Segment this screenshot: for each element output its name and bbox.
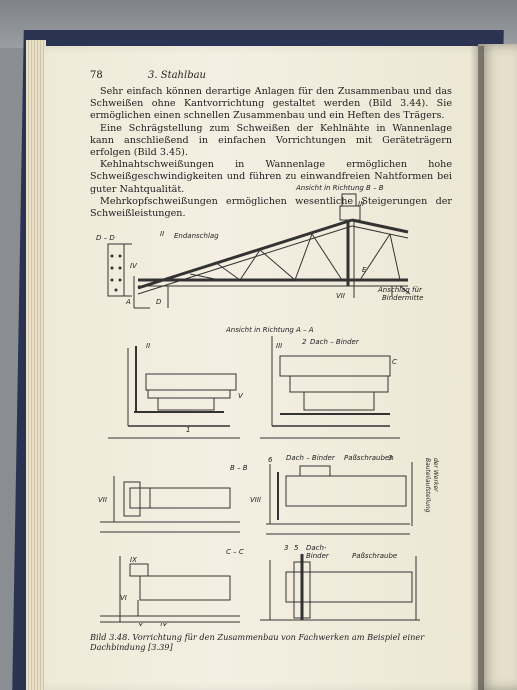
label-a: A <box>125 298 131 306</box>
paragraph: Mehrkopfschweißungen ermöglichen wesentl… <box>90 195 452 220</box>
chapter-title: 3. Stahlbau <box>148 70 206 81</box>
label-dach: Dach- <box>306 544 327 552</box>
label-ansicht-bb: Ansicht in Richtung B – B <box>295 184 384 192</box>
label-ansicht-aa: Ansicht in Richtung A – A <box>225 326 314 334</box>
label-num: 1 <box>186 426 190 434</box>
label-roman: IV <box>130 262 138 270</box>
label-passchraube: Paßschraube <box>352 552 397 560</box>
label-binder: Binder <box>306 552 330 560</box>
label-roman: II <box>160 230 164 238</box>
view-cc-right <box>260 554 420 621</box>
page-number: 78 <box>90 70 103 81</box>
label-anschlag: Anschlag für <box>377 286 423 294</box>
label-bauteil: Bauteilaufstellung <box>424 458 431 513</box>
label-roman: II <box>146 342 150 350</box>
label-d: D <box>156 298 162 306</box>
view-aa-right <box>260 336 400 439</box>
label-roman: IX <box>160 622 167 626</box>
label-dd: D – D <box>96 234 115 242</box>
label-cc: C – C <box>226 548 244 556</box>
paragraph: Kehlnahtschweißungen in Wannenlage ermög… <box>90 159 452 195</box>
label-werker: der Werker <box>432 458 439 492</box>
label-roman: VII <box>98 496 107 504</box>
view-bb-left <box>100 476 240 533</box>
label-bb: B – B <box>230 464 248 472</box>
truss-drawing <box>133 193 411 309</box>
page-gutter <box>470 46 484 690</box>
label-num: 3 <box>284 544 288 552</box>
label-endanschlag: Endanschlag <box>174 232 219 240</box>
label-dach-binder: Dach – Binder <box>310 338 360 346</box>
label-num: 3 <box>388 454 392 462</box>
view-bb-right <box>266 462 413 535</box>
label-bindermitte: Bindermitte <box>382 294 423 302</box>
label-roman: V <box>238 392 244 400</box>
label-dach-binder2: Dach – Binder <box>286 454 336 462</box>
dd-section <box>107 243 125 297</box>
label-roman: III <box>276 342 282 350</box>
view-cc-left <box>100 556 240 623</box>
page-edges <box>26 40 46 690</box>
label-roman: VII <box>336 292 345 300</box>
label-roman: IX <box>130 556 137 564</box>
label-num: 2 <box>302 338 307 346</box>
label-roman: X <box>137 622 143 626</box>
label-num: 6 <box>268 456 273 464</box>
figure-drawing: Ansicht in Richtung B – B D – D Endansch… <box>96 184 439 630</box>
book-page <box>44 46 492 690</box>
label-roman: VI <box>120 594 127 602</box>
label-roman: III <box>358 200 364 208</box>
paragraph: Eine Schrägstellung zum Schweißen der Ke… <box>90 122 452 159</box>
label-passchrauben: Paßschrauben <box>344 454 394 462</box>
label-c: C <box>392 358 397 366</box>
label-e: E <box>362 266 367 274</box>
figure-caption: Bild 3.48. Vorrichtung für den Zusammenb… <box>90 632 425 652</box>
technical-figure: Ansicht in Richtung B – B D – D Endansch… <box>90 176 452 630</box>
label-roman: VIII <box>250 496 261 504</box>
view-aa-left <box>108 346 240 439</box>
label-num: 5 <box>294 544 299 552</box>
paragraph: Sehr einfach können derartige Anlagen fü… <box>90 86 452 122</box>
body-text: Sehr einfach können derartige Anlagen fü… <box>90 86 452 220</box>
facing-page <box>478 44 517 690</box>
